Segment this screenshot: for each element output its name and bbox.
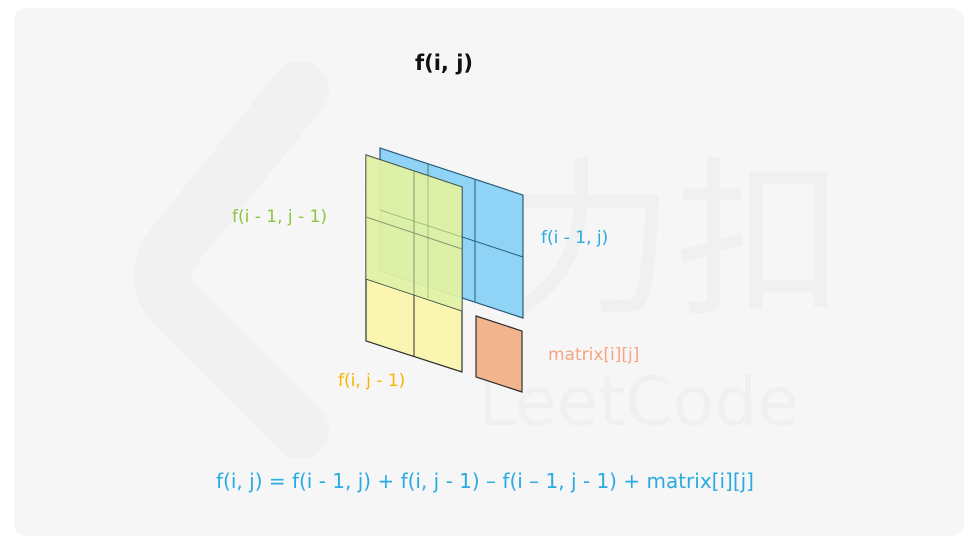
region-diag-shape [366, 155, 462, 311]
region-diag [366, 155, 463, 311]
watermark: 力扣 LeetCode [133, 61, 845, 459]
grid-line [379, 209, 463, 238]
cell-current [475, 315, 523, 393]
watermark-chars: 力扣 [505, 143, 845, 341]
label-top: f(i - 1, j) [541, 228, 608, 248]
label-left: f(i, j - 1) [338, 371, 405, 391]
label-diag: f(i - 1, j - 1) [232, 207, 327, 227]
diagram-title: f(i, j) [415, 51, 473, 75]
formula: f(i, j) = f(i - 1, j) + f(i, j - 1) – f(… [216, 469, 754, 493]
watermark-logo-icon [133, 61, 329, 459]
label-cell: matrix[i][j] [548, 345, 639, 365]
watermark-brand: LeetCode [478, 363, 799, 442]
